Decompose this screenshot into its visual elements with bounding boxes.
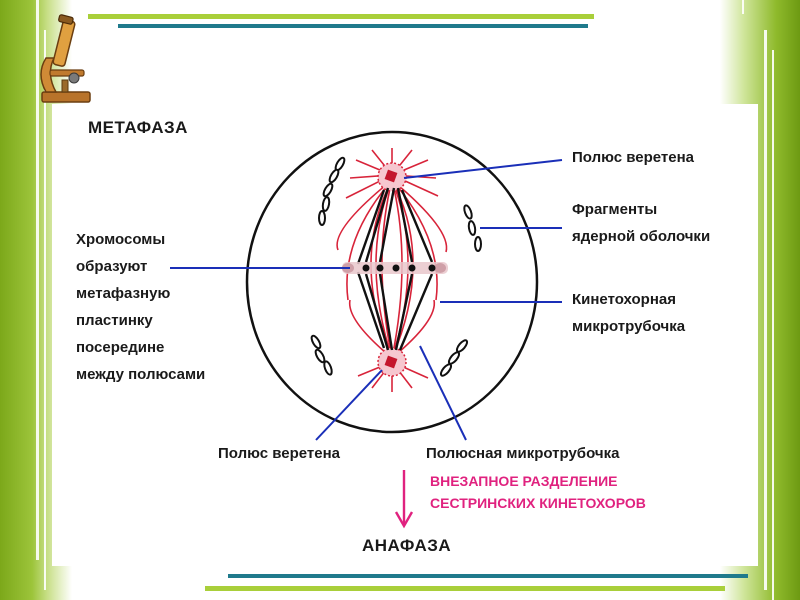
pointer-lines [170, 159, 563, 441]
decor-line [742, 0, 744, 14]
label-separation-line: СЕСТРИНСКИХ КИНЕТОХОРОВ [430, 495, 646, 511]
label-chromosomes-line: Хромосомы [76, 231, 166, 248]
label-pole-bottom: Полюс веретена [218, 445, 340, 462]
label-chromosomes-line: пластинку [76, 312, 153, 329]
kinetochore-microtubules [356, 187, 434, 351]
label-chromosomes-line: метафазную [76, 285, 171, 302]
decor-line [36, 0, 39, 560]
decor-line [764, 30, 767, 590]
decor-line [44, 30, 46, 590]
label-chromosomes-line: образуют [76, 258, 148, 275]
label-chromosomes: Хромосомы образуют метафазную пластинку … [76, 226, 205, 388]
top-green-stripe [88, 14, 594, 19]
label-pole-top: Полюс веретена [572, 149, 694, 166]
diagram-title: МЕТАФАЗА [88, 118, 188, 137]
down-arrow-icon [394, 470, 414, 529]
bottom-teal-stripe [228, 574, 748, 578]
anaphase-title: АНАФАЗА [362, 536, 452, 555]
label-fragments-line: Фрагменты [572, 201, 658, 218]
label-fragments: Фрагменты ядерной оболочки [572, 196, 710, 250]
nuclear-envelope-fragments [310, 156, 482, 377]
label-kinetochore-mt: Кинетохорная микротрубочка [572, 286, 685, 340]
bottom-green-stripe [205, 586, 725, 591]
label-chromosomes-line: посередине [76, 339, 165, 356]
label-polar-mt: Полюсная микротрубочка [426, 445, 620, 462]
cell-membrane [245, 130, 539, 434]
microscope-icon [40, 14, 91, 103]
metaphase-plate [342, 262, 448, 274]
label-fragments-line: ядерной оболочки [572, 228, 711, 245]
decor-line [772, 50, 774, 600]
label-kinetochore-line: микротрубочка [572, 318, 686, 335]
label-separation-line: ВНЕЗАПНОЕ РАЗДЕЛЕНИЕ [430, 473, 618, 489]
label-separation: ВНЕЗАПНОЕ РАЗДЕЛЕНИЕ СЕСТРИНСКИХ КИНЕТОХ… [430, 470, 646, 514]
label-kinetochore-line: Кинетохорная [572, 291, 676, 308]
top-teal-stripe [118, 24, 588, 28]
label-chromosomes-line: между полюсами [76, 366, 206, 383]
